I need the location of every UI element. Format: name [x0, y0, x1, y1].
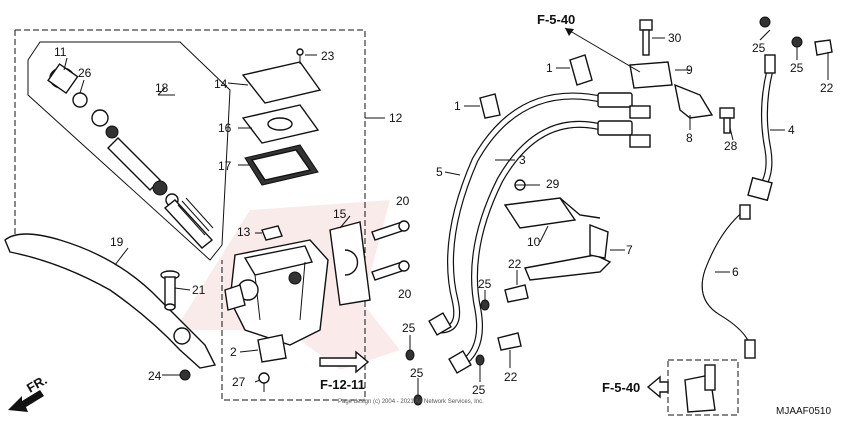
- callout-1a: 1: [546, 61, 553, 75]
- pivot-bolt-21: [160, 270, 180, 311]
- callout-17: 17: [218, 159, 232, 173]
- callout-21: 21: [192, 283, 206, 297]
- callout-25c: 25: [472, 383, 486, 397]
- nut-24: [179, 369, 191, 381]
- callout-12: 12: [389, 111, 403, 125]
- clip-13: [261, 225, 283, 241]
- callout-13: 13: [237, 225, 251, 239]
- callout-28: 28: [724, 139, 738, 153]
- hose-guide-10: [503, 197, 601, 229]
- screw-23: [296, 48, 304, 64]
- reservoir-cap-stack: [241, 61, 322, 186]
- callout-10: 10: [527, 235, 541, 249]
- callout-15: 15: [333, 207, 347, 221]
- f-5-40-top-arrow: [564, 27, 641, 73]
- stay-7: [524, 223, 612, 281]
- callout-20a: 20: [396, 194, 410, 208]
- holder-15: [329, 221, 371, 306]
- callout-1b: 1: [454, 99, 461, 113]
- bolts-20: [371, 220, 410, 281]
- callout-19: 19: [110, 235, 124, 249]
- brake-hose-4: [747, 54, 776, 202]
- bolt-30: [639, 19, 653, 56]
- bracket-8: [674, 83, 714, 119]
- callout-27: 27: [232, 375, 246, 389]
- callout-26: 26: [78, 66, 92, 80]
- callout-25e: 25: [790, 61, 804, 75]
- callout-numbers: 11 26 18 14 16 17 23 12 13 15 20 20 19 2…: [54, 31, 834, 397]
- brake-lever: [4, 233, 217, 369]
- front-direction-arrow: [8, 390, 44, 412]
- callout-25d: 25: [752, 41, 766, 55]
- callout-25b: 25: [402, 321, 416, 335]
- piston-kit-box: [27, 41, 231, 261]
- banjo-bolts-22: [497, 39, 833, 351]
- switch-2: [257, 334, 287, 363]
- ref-f-12-11: F-12-11: [320, 377, 365, 392]
- callout-16: 16: [218, 121, 232, 135]
- callout-18: 18: [155, 81, 169, 95]
- copyright-notice: Page design (c) 2004 - 2021 Ari Network …: [338, 399, 484, 405]
- hose-clamps-1: [479, 54, 593, 119]
- callout-22a: 22: [508, 257, 522, 271]
- f-12-11-arrow: [319, 350, 370, 374]
- hoses-3-5: [428, 92, 651, 374]
- ref-f-5-40-top: F-5-40: [537, 12, 575, 27]
- callout-20b: 20: [398, 287, 412, 301]
- callout-29: 29: [546, 177, 560, 191]
- piston-kit-parts: [47, 63, 214, 249]
- callout-22c: 22: [820, 81, 834, 95]
- f-5-40-bottom-arrow: [646, 375, 669, 399]
- callout-7: 7: [626, 243, 633, 257]
- callout-23: 23: [321, 49, 335, 63]
- callout-11: 11: [54, 45, 67, 59]
- callout-4: 4: [788, 123, 795, 137]
- callout-8: 8: [686, 131, 693, 145]
- bolt-28: [719, 107, 735, 134]
- front-label: FR.: [24, 372, 50, 395]
- master-cylinder-group-frame: [14, 29, 366, 401]
- ref-f-5-40-bottom: F-5-40: [602, 380, 640, 395]
- bracket-9: [629, 61, 673, 89]
- callout-14: 14: [214, 77, 228, 91]
- callout-3: 3: [519, 153, 526, 167]
- callout-2: 2: [230, 345, 237, 359]
- caliper-inset: [667, 359, 739, 416]
- master-cylinder-body: [224, 239, 329, 346]
- callout-5: 5: [436, 165, 443, 179]
- screw-27: [258, 372, 270, 392]
- callout-25f: 25: [410, 366, 424, 380]
- leader-lines: [63, 29, 829, 395]
- callout-9: 9: [686, 63, 693, 77]
- callout-6: 6: [732, 265, 739, 279]
- diagram-code: MJAAF0510: [776, 406, 831, 417]
- callout-24: 24: [148, 369, 162, 383]
- brake-pipe-6: [701, 204, 756, 359]
- callout-30: 30: [668, 31, 682, 45]
- callout-25a: 25: [478, 277, 492, 291]
- callout-22b: 22: [504, 370, 518, 384]
